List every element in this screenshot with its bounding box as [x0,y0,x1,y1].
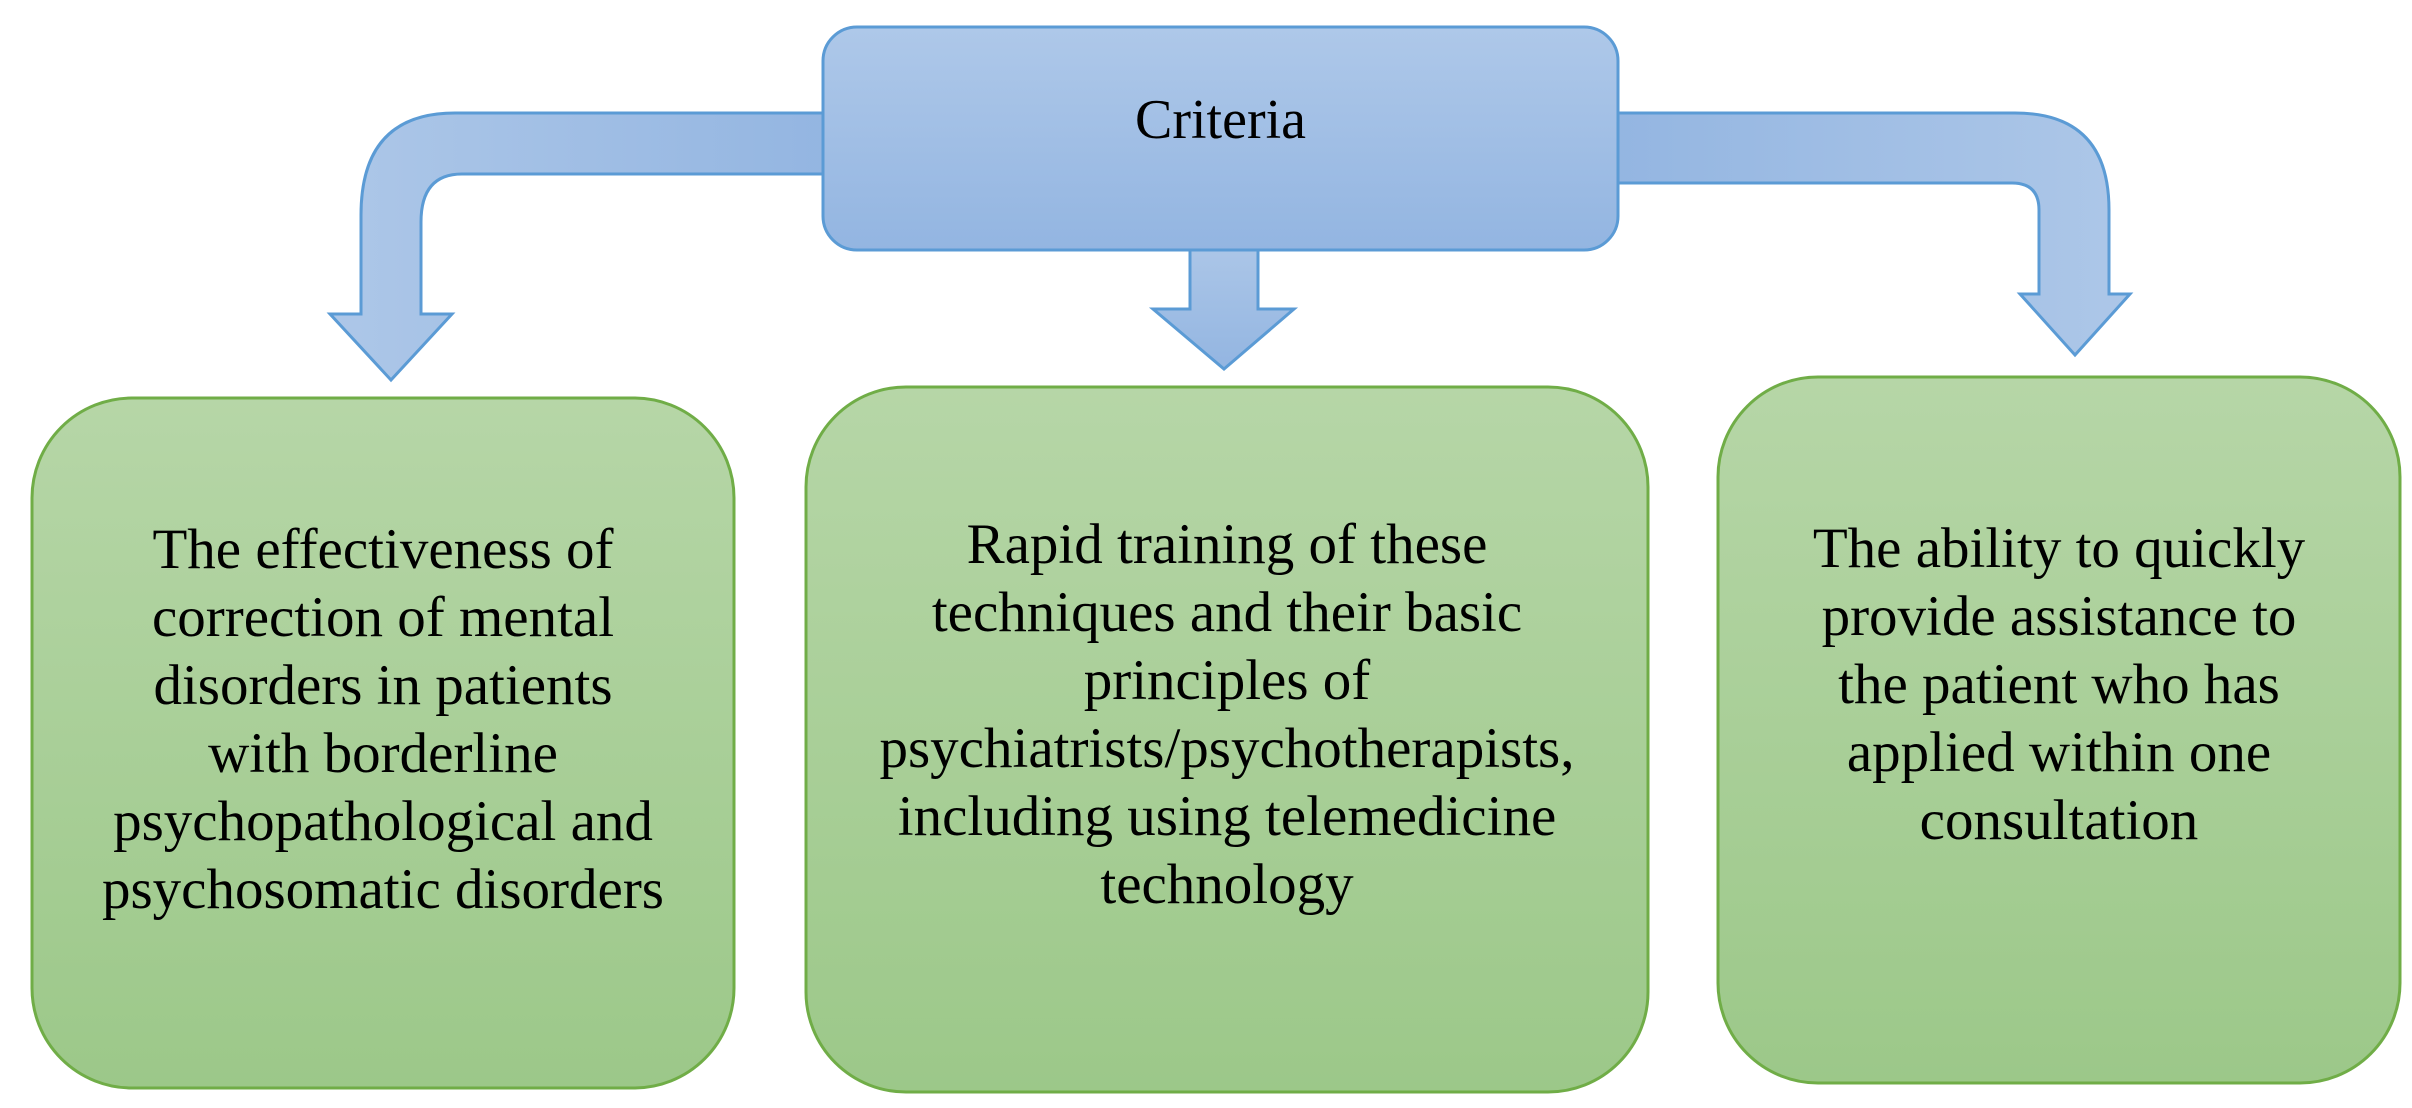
child-node-1-line: disorders in patients [153,654,613,717]
bent-arrow-left-icon [326,111,842,383]
child-node-box-3 [1716,375,2402,1085]
root-node-title: Criteria [1134,89,1307,151]
child-node-3-text: The ability to quickly provide assistanc… [1718,505,2400,865]
child-node-box-2 [804,385,1650,1094]
child-node-1-line: correction of mental [151,586,615,649]
child-node-2-line: technology [1100,853,1354,916]
child-node-3-line: consultation [1919,789,2199,852]
child-node-2-text: Rapid training of these techniques and t… [806,495,1648,935]
child-node-1-line: The effectiveness of [152,518,614,581]
child-node-3-line: The ability to quickly [1812,517,2306,580]
child-node-3-line: applied within one [1846,721,2272,784]
down-arrow-icon [1148,238,1299,371]
root-node-label: Criteria [823,27,1618,213]
child-node-2-line: techniques and their basic [931,581,1523,644]
child-node-3-line: the patient who has [1838,653,2280,716]
child-node-box-1 [30,396,736,1090]
child-node-3-line: provide assistance to [1821,585,2297,648]
root-node-box [821,25,1620,252]
child-node-1-line: with borderline [208,722,558,785]
child-node-2-line: Rapid training of these [966,513,1488,576]
child-node-2-line: principles of [1083,649,1371,712]
child-node-1-line: psychopathological and [113,790,653,853]
bent-arrow-right-icon [1598,111,2134,358]
child-node-1-line: psychosomatic disorders [102,858,664,921]
child-node-2-line: psychiatrists/psychotherapists, [879,717,1575,780]
child-node-1-text: The effectiveness of correction of menta… [32,500,734,940]
child-node-2-line: including using telemedicine [897,785,1557,848]
